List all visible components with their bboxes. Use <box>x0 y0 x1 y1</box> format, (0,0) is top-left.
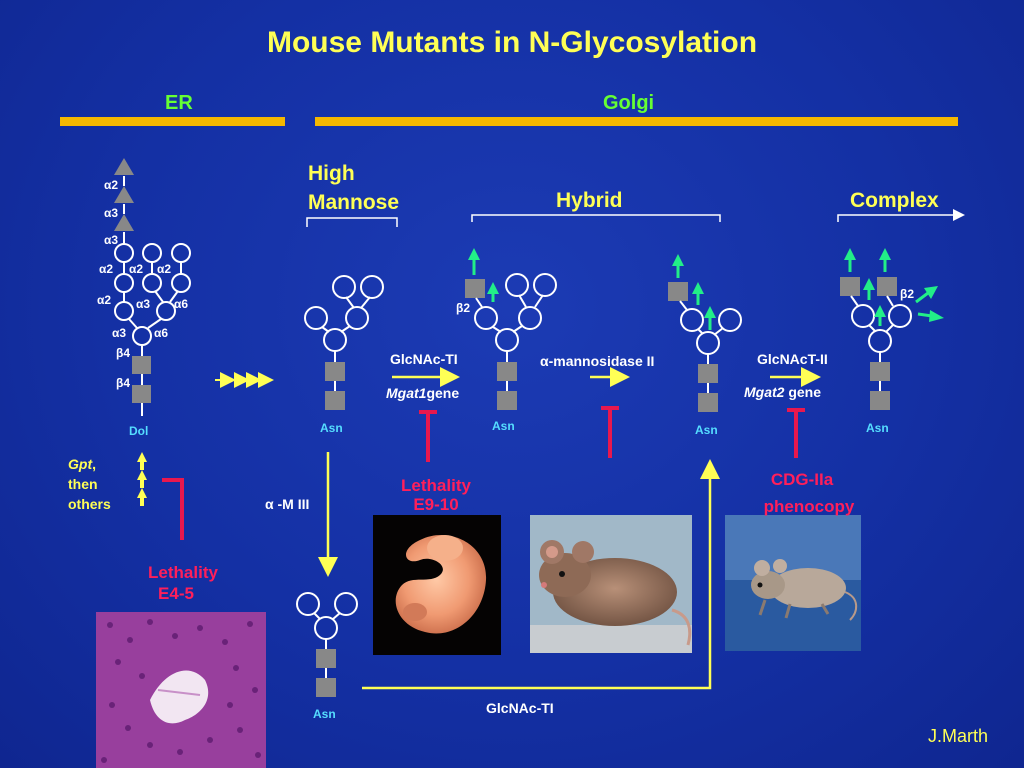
gpt-others: others <box>68 496 111 512</box>
high-mannose-bracket <box>306 217 398 227</box>
bond-label: β4 <box>116 346 130 360</box>
bottom-glycan <box>296 592 358 697</box>
mgat2-gene-suffix: gene <box>788 384 822 400</box>
hybrid-bracket <box>471 214 721 222</box>
asn-label: Asn <box>695 423 718 437</box>
section-er: ER <box>165 92 193 114</box>
complex-glycan <box>840 277 912 410</box>
bond-label: β4 <box>116 376 130 390</box>
high-mannose-glycan <box>304 275 384 410</box>
gnt1-enzyme-label: GlcNAc-TI <box>390 351 458 367</box>
asn-label: Asn <box>492 419 515 433</box>
bond-label: α6 <box>174 297 189 311</box>
bond-label: α3 <box>104 206 119 220</box>
mgat1-phenotype-line1: Lethality <box>401 476 471 495</box>
gpt-phenotype-line1: Lethality <box>148 563 218 582</box>
embryo-photo <box>373 515 501 655</box>
mgat1-phenotype-line2: E9-10 <box>413 495 459 514</box>
complex-arrow <box>837 209 965 222</box>
complex-bond-label: β2 <box>900 287 914 301</box>
dol-label: Dol <box>129 424 149 438</box>
mgat1-gene-name: Mgat1 <box>386 385 427 401</box>
asn-label: Asn <box>313 707 336 721</box>
gpt-arrows <box>137 452 147 506</box>
mgat2-phenotype-line1: CDG-IIa <box>770 470 834 489</box>
gnt2-enzyme-label: GlcNAcT-II <box>757 351 828 367</box>
bottom-enzyme-label: GlcNAc-TI <box>486 700 554 716</box>
mgat2-phenotype-line2: phenocopy <box>763 497 855 516</box>
gpt-phenotype-line2: E4-5 <box>158 584 194 603</box>
dol-glycan <box>114 158 191 416</box>
header-mannose: Mannose <box>308 191 400 214</box>
cdg-mouse-photo <box>725 515 861 651</box>
hybrid-glycan-2 <box>668 282 742 412</box>
asn-label: Asn <box>866 421 889 435</box>
complex-green-arrows <box>844 248 944 326</box>
header-hybrid: Hybrid <box>556 189 623 212</box>
bond-label: α3 <box>104 233 119 247</box>
hybrid-1-green-arrows <box>468 248 499 302</box>
bond-label: α3 <box>112 326 127 340</box>
page-title: Mouse Mutants in N-Glycosylation <box>266 26 758 59</box>
mgat1-gene-label: Mgat1gene <box>386 385 459 401</box>
er-bar <box>60 117 285 126</box>
hybrid-glycan-1 <box>465 273 557 410</box>
bond-label: α3 <box>136 297 151 311</box>
am3-label: α -M III <box>265 496 310 512</box>
gpt-comma: , <box>92 456 96 472</box>
mannosidase-label: α-mannosidase II <box>540 353 655 369</box>
asn-label: Asn <box>320 421 343 435</box>
bond-label: α2 <box>104 178 119 192</box>
golgi-bar <box>315 117 958 126</box>
section-golgi: Golgi <box>603 92 655 114</box>
gpt-then: then <box>68 476 98 492</box>
bond-label: α2 <box>99 262 114 276</box>
tissue-photo <box>96 612 266 768</box>
inhibition-bars <box>162 406 805 540</box>
bond-label: α2 <box>97 293 112 307</box>
mgat2-gene-name: Mgat2 <box>744 384 785 400</box>
hybrid-bond-label: β2 <box>456 301 470 315</box>
header-complex: Complex <box>850 189 939 212</box>
mgat1-gene-suffix: gene <box>426 385 460 401</box>
signature: J.Marth <box>928 726 989 746</box>
hybrid-2-green-arrows <box>672 254 716 330</box>
bond-label: α2 <box>129 262 144 276</box>
gpt-gene-label: Gpt, <box>68 456 96 472</box>
bond-label: α6 <box>154 326 169 340</box>
mgat2-gene-label: Mgat2 gene <box>744 384 821 400</box>
gpt-gene-name: Gpt <box>68 456 93 472</box>
mouse-photo <box>530 515 692 653</box>
bond-label: α2 <box>157 262 172 276</box>
bottom-return-arrow <box>362 459 720 690</box>
header-high: High <box>308 162 355 185</box>
